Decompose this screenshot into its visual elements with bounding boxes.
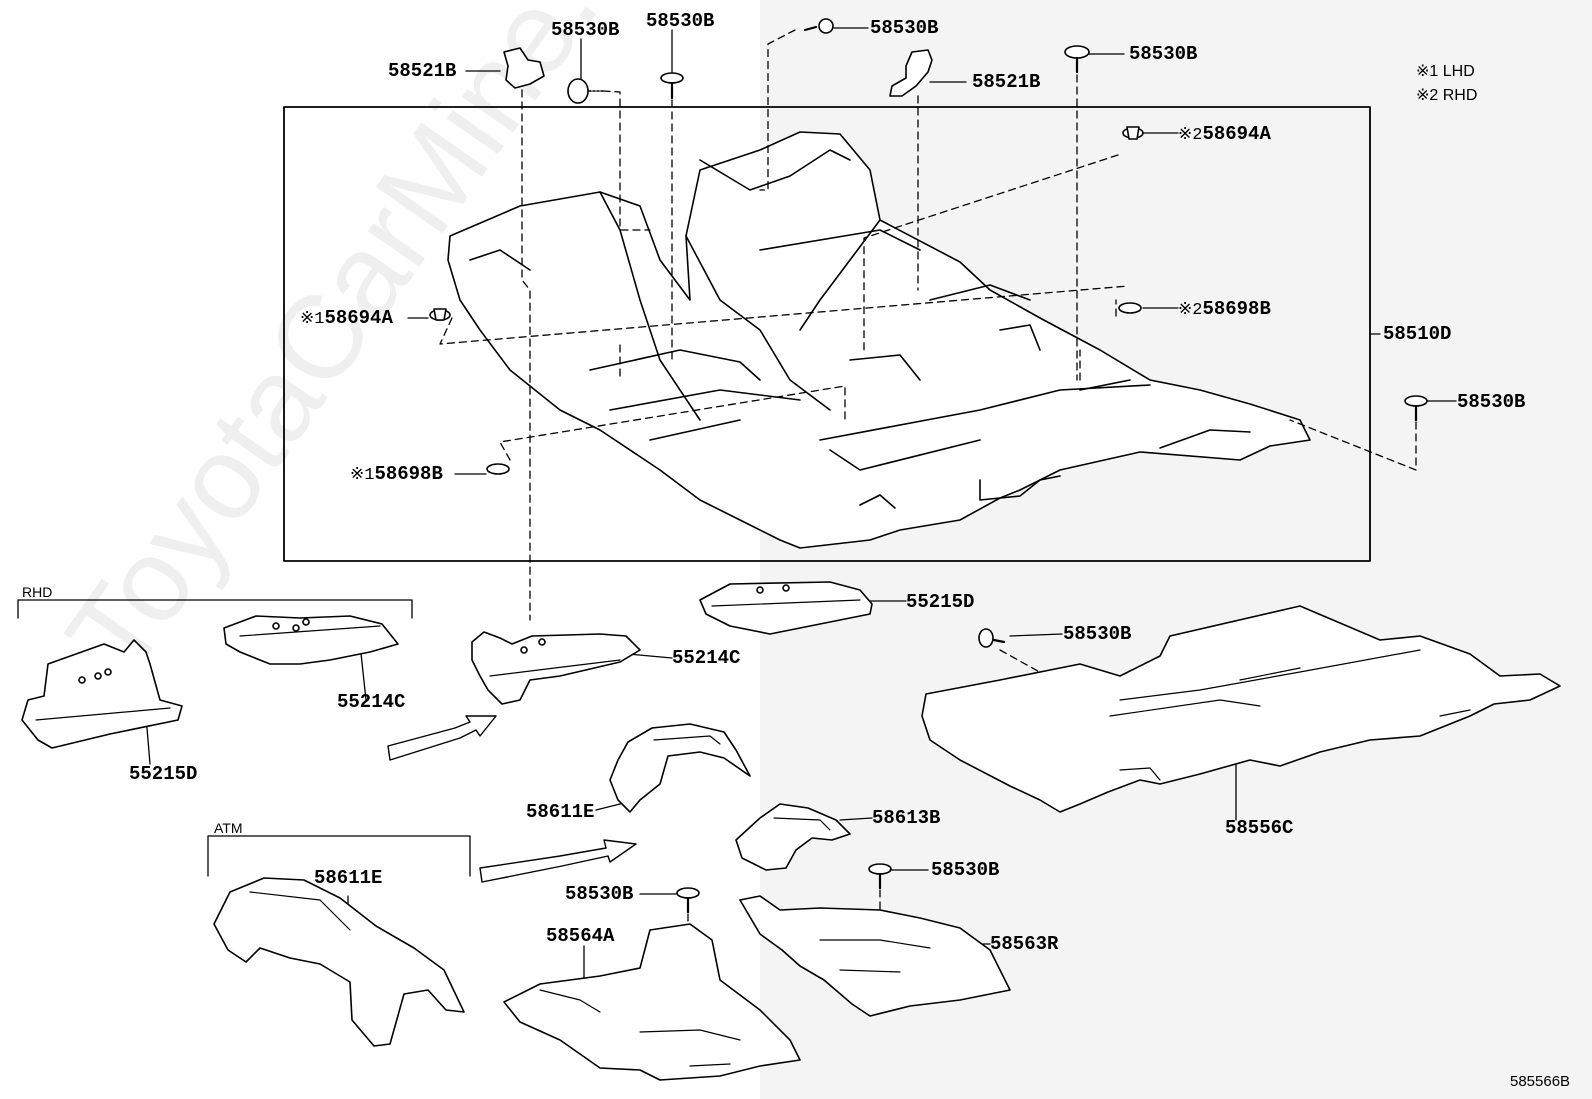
insulator-58564a [503, 923, 801, 1081]
part-label-58694a-rhd: ※258694A [1178, 123, 1271, 145]
part-label-58530b: 58530B [565, 883, 634, 905]
rhd-bracket [17, 599, 413, 619]
part-label-58530b: 58530B [1457, 391, 1526, 413]
part-label-58564a: 58564A [546, 925, 615, 947]
part-label-58530b: 58530B [931, 859, 1000, 881]
part-label-55214c: 55214C [337, 691, 406, 713]
group-label-atm: ATM [214, 820, 243, 836]
insulator-55215d-rhd [21, 639, 183, 749]
part-label-58530b: 58530B [1063, 623, 1132, 645]
part-label-58698b-lhd: ※158698B [350, 463, 443, 485]
insulator-58611e-atm [213, 877, 465, 1047]
diagram-code: 585566B [1510, 1073, 1571, 1090]
fastener-clips [429, 18, 1428, 914]
insulator-58613b [735, 803, 851, 871]
transfer-arrow-rhd [387, 715, 497, 761]
insulator-58563r [739, 895, 1011, 1017]
part-label-58698b-rhd: ※258698B [1178, 298, 1271, 320]
part-label-58521b: 58521B [388, 60, 457, 82]
part-label-58530b: 58530B [646, 10, 715, 32]
part-label-58613b: 58613B [872, 807, 941, 829]
insulator-55215d-upper [699, 581, 873, 635]
part-label-55215d: 55215D [906, 591, 975, 613]
part-label-58530b: 58530B [1129, 43, 1198, 65]
part-label-58611e: 58611E [526, 801, 595, 823]
part-label-58556c: 58556C [1225, 817, 1294, 839]
legend-rhd: ※2 RHD [1416, 87, 1478, 104]
floor-carpet-main-58510d [447, 131, 1311, 549]
insulator-58611e-mid [609, 723, 751, 813]
transfer-arrow-atm [479, 839, 637, 883]
part-label-58530b: 58530B [551, 19, 620, 41]
part-label-58611e: 58611E [314, 867, 383, 889]
lhd-marker: ※1 [300, 310, 325, 329]
carpet-58556c [921, 605, 1561, 813]
part-label-58530b: 58530B [870, 17, 939, 39]
part-label-58510d: 58510D [1383, 323, 1452, 345]
rhd-marker: ※2 [1178, 301, 1203, 320]
part-label-58563r: 58563R [990, 933, 1059, 955]
lhd-marker: ※1 [350, 466, 375, 485]
atm-bracket [207, 835, 471, 877]
part-label-58694a-lhd: ※158694A [300, 307, 393, 329]
part-label-55214c: 55214C [672, 647, 741, 669]
part-label-55215d: 55215D [129, 763, 198, 785]
insulator-55214c-rhd [223, 615, 399, 665]
legend-lhd: ※1 LHD [1416, 63, 1475, 80]
group-label-rhd: RHD [22, 584, 53, 600]
rhd-marker: ※2 [1178, 126, 1203, 145]
dashed-leader-lines [439, 29, 1417, 1011]
part-label-58521b: 58521B [972, 71, 1041, 93]
